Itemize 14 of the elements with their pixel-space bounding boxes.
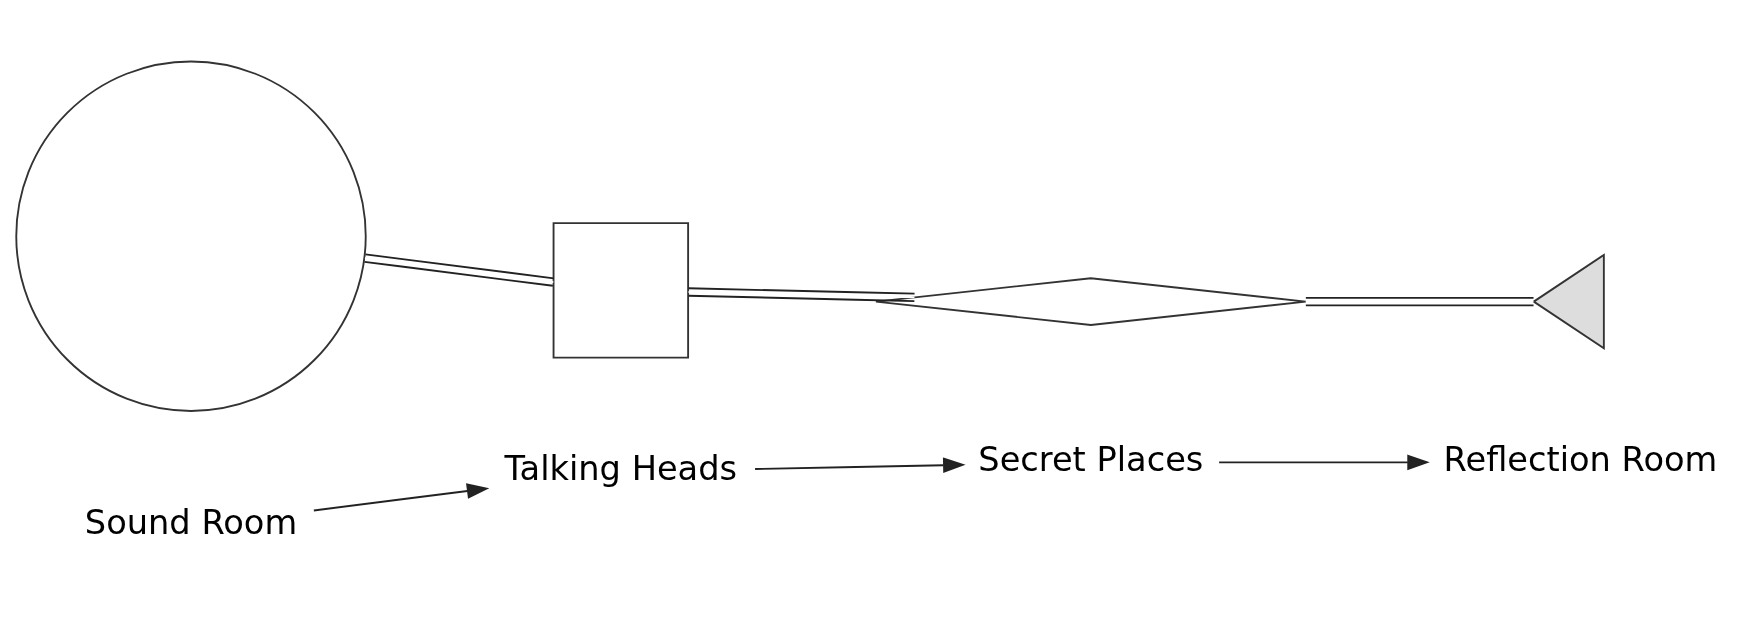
node-text: Talking Heads [504,448,738,488]
node-diamond [875,276,1307,326]
node-triangle [1532,252,1605,350]
node-circle [15,60,367,412]
node-box [552,221,690,359]
connector [363,252,555,287]
arrow [754,456,966,473]
node-text: Reflection Room [1443,439,1718,479]
connector [687,286,916,302]
arrow [1218,454,1430,470]
connector [1304,296,1535,306]
node-text: Secret Places [978,439,1204,479]
arrow [312,482,490,511]
node-text: Sound Room [84,502,298,542]
